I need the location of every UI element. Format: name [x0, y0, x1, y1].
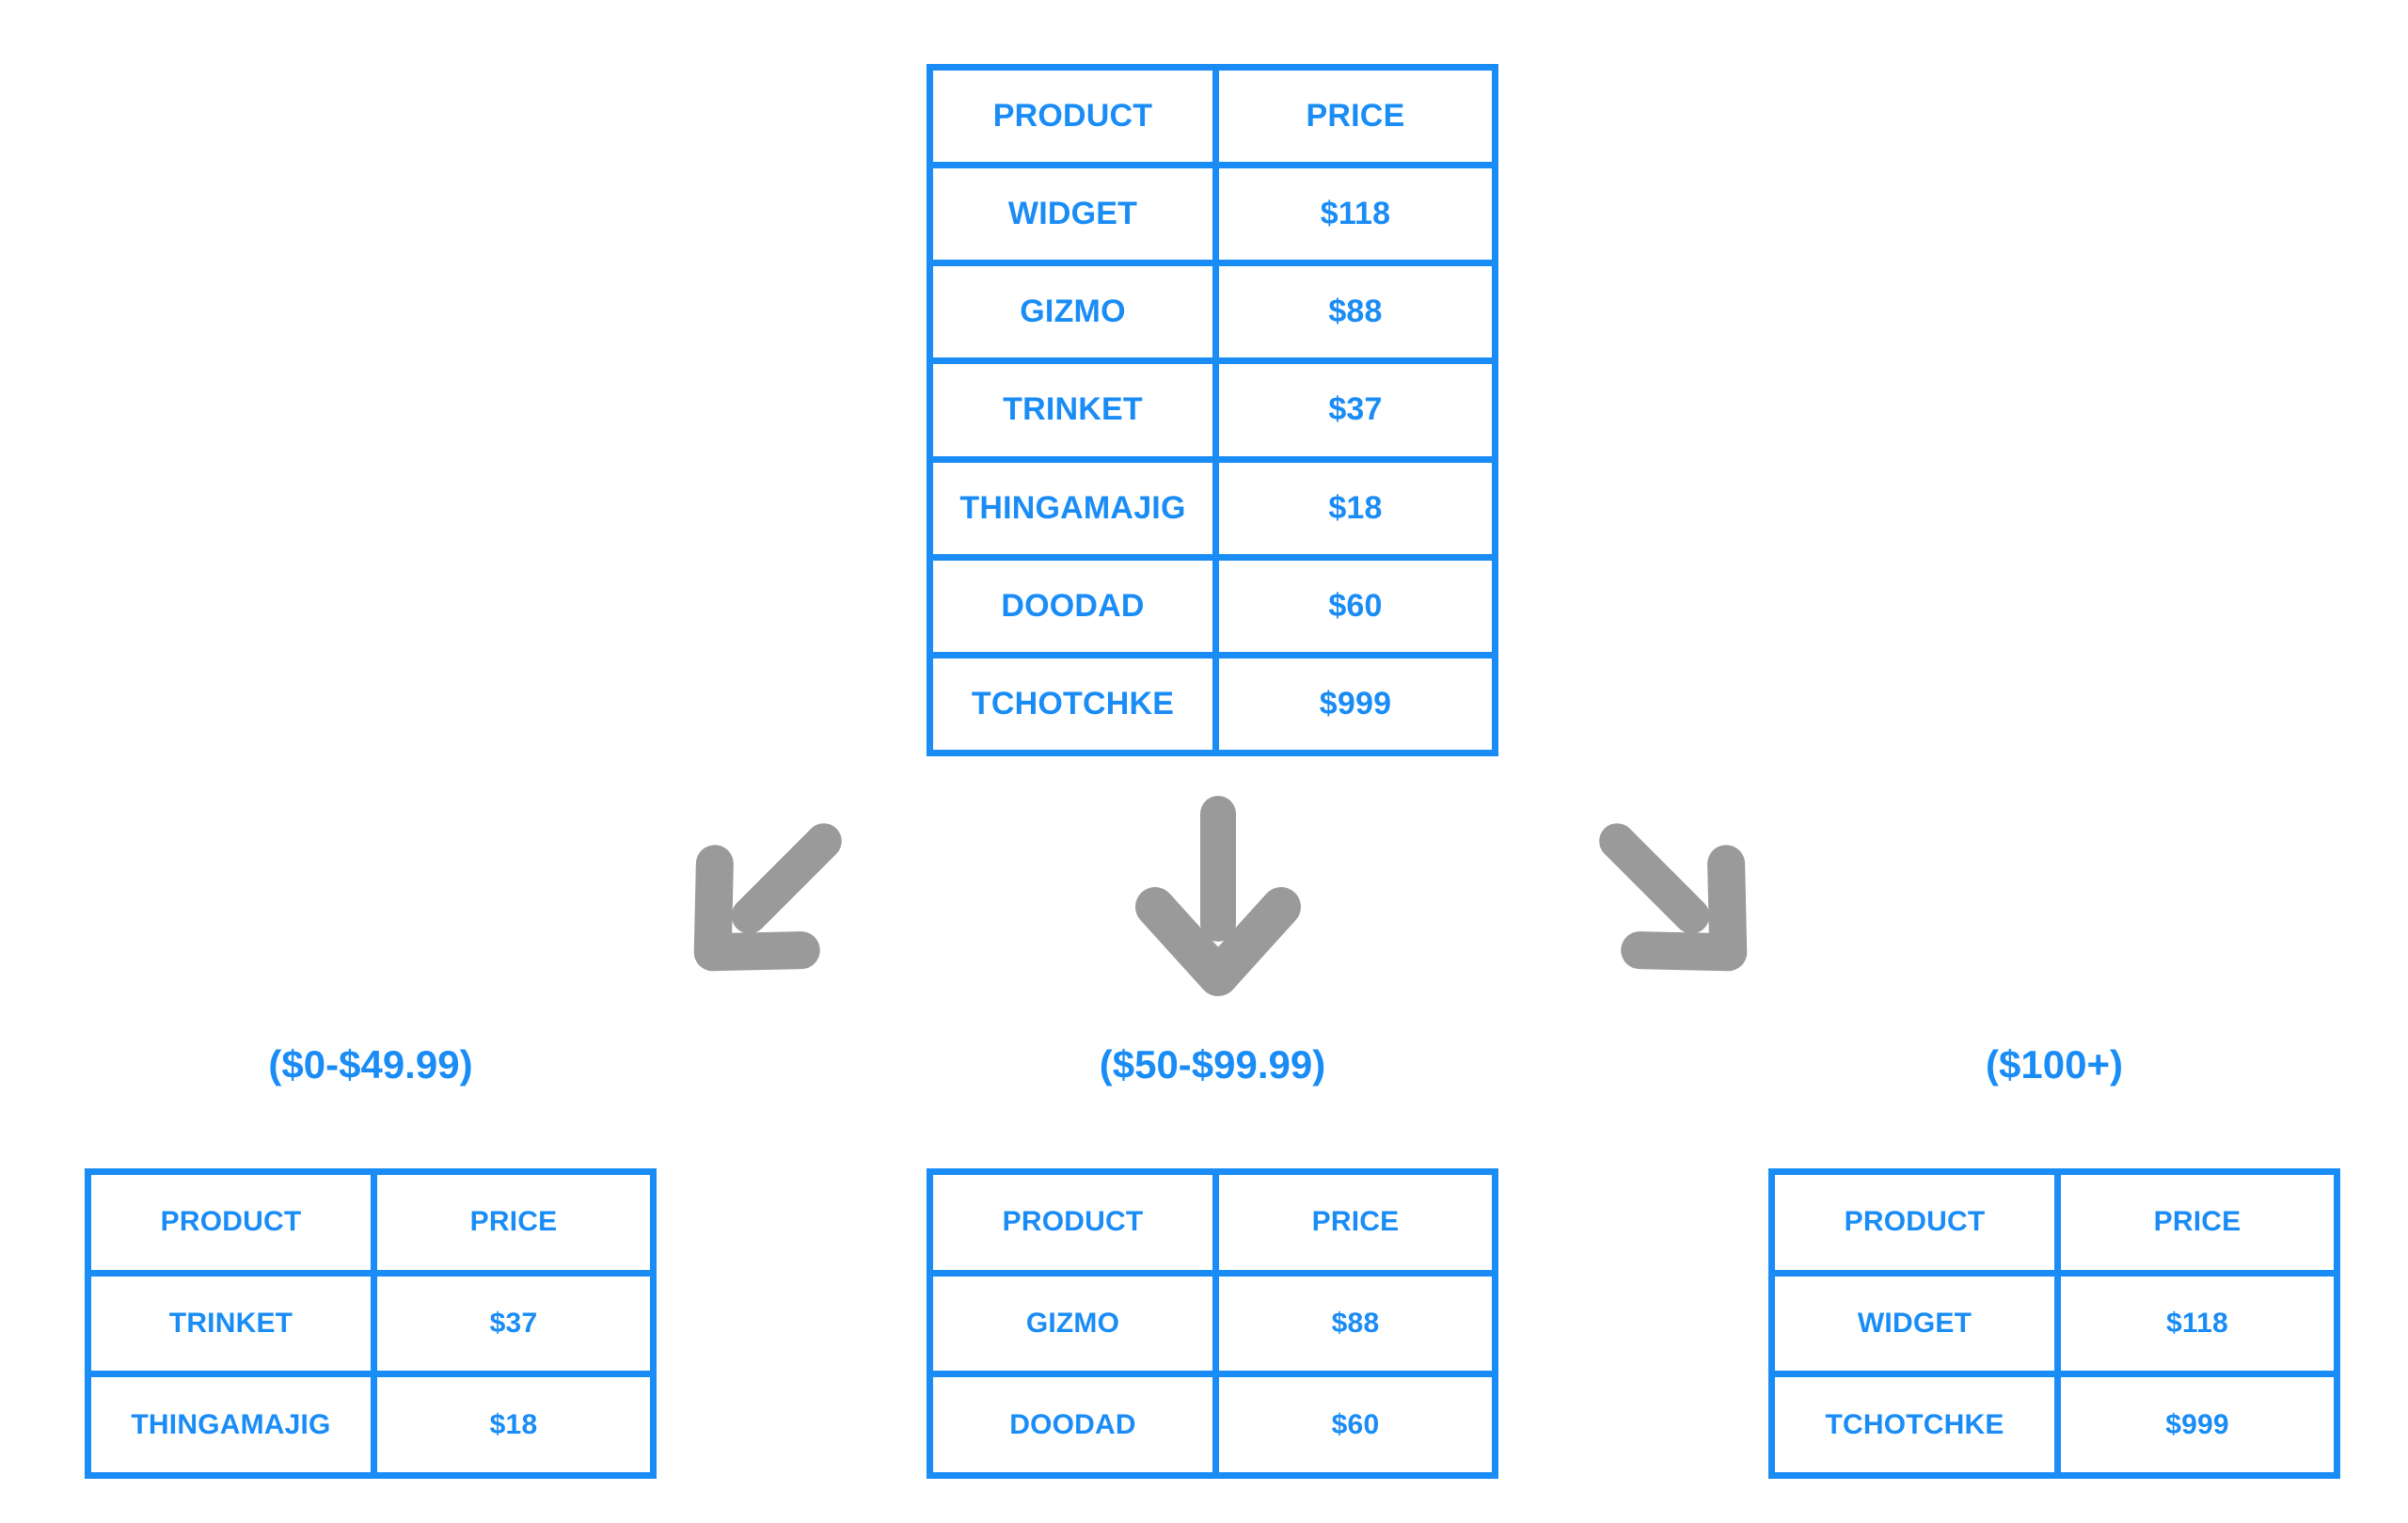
table-row: WIDGET $118: [1775, 1276, 2334, 1372]
header-cell-price: PRICE: [377, 1175, 650, 1270]
table-row: THINGAMAJIG $18: [91, 1377, 650, 1473]
header-cell-product: PRODUCT: [1775, 1175, 2054, 1270]
table-header-row: PRODUCT PRICE: [1775, 1175, 2334, 1270]
cell-price: $18: [377, 1377, 650, 1473]
cell-price: $999: [1219, 658, 1492, 750]
cell-product: TRINKET: [933, 364, 1212, 456]
product-price-table: PRODUCT PRICE WIDGET $118 GIZMO $88 TRIN…: [927, 64, 1498, 756]
cell-product: WIDGET: [933, 168, 1212, 261]
cell-product: THINGAMAJIG: [91, 1377, 371, 1473]
table-row: TRINKET $37: [91, 1276, 650, 1372]
arrow-down-left-icon: [693, 823, 842, 972]
cell-price: $118: [2061, 1276, 2334, 1372]
table-header-row: PRODUCT PRICE: [933, 71, 1492, 163]
cell-product: TCHOTCHKE: [933, 658, 1212, 750]
cell-price: $118: [1219, 168, 1492, 261]
table-row: DOODAD $60: [933, 1377, 1492, 1473]
cell-product: TCHOTCHKE: [1775, 1377, 2054, 1473]
table-row: DOODAD $60: [933, 560, 1492, 652]
header-cell-product: PRODUCT: [933, 71, 1212, 163]
cell-price: $18: [1219, 462, 1492, 554]
table-header-row: PRODUCT PRICE: [91, 1175, 650, 1270]
cell-price: $60: [1219, 1377, 1492, 1473]
cell-price: $37: [377, 1276, 650, 1372]
group-table-mid: PRODUCT PRICE GIZMO $88 DOODAD $60: [927, 1168, 1498, 1479]
cell-price: $88: [1219, 266, 1492, 358]
cell-price: $88: [1219, 1276, 1492, 1372]
group-caption-low: ($0-$49.99): [268, 1042, 473, 1087]
table-row: THINGAMAJIG $18: [933, 462, 1492, 554]
table-row: GIZMO $88: [933, 266, 1492, 358]
cell-product: THINGAMAJIG: [933, 462, 1212, 554]
table-row: TCHOTCHKE $999: [1775, 1377, 2334, 1473]
header-cell-price: PRICE: [1219, 1175, 1492, 1270]
header-cell-product: PRODUCT: [933, 1175, 1212, 1270]
cell-product: DOODAD: [933, 1377, 1212, 1473]
cell-product: GIZMO: [933, 1276, 1212, 1372]
table-row: WIDGET $118: [933, 168, 1492, 261]
table-row: GIZMO $88: [933, 1276, 1492, 1372]
cell-product: DOODAD: [933, 560, 1212, 652]
group-table-low: PRODUCT PRICE TRINKET $37 THINGAMAJIG $1…: [85, 1168, 657, 1479]
header-cell-price: PRICE: [1219, 71, 1492, 163]
group-table-high: PRODUCT PRICE WIDGET $118 TCHOTCHKE $999: [1768, 1168, 2340, 1479]
arrow-down-right-icon: [1599, 823, 1748, 972]
table-row: TRINKET $37: [933, 364, 1492, 456]
cell-product: WIDGET: [1775, 1276, 2054, 1372]
group-caption-high: ($100+): [1986, 1042, 2123, 1087]
cell-price: $60: [1219, 560, 1492, 652]
table-header-row: PRODUCT PRICE: [933, 1175, 1492, 1270]
group-caption-mid: ($50-$99.99): [1099, 1042, 1326, 1087]
cell-product: GIZMO: [933, 266, 1212, 358]
cell-product: TRINKET: [91, 1276, 371, 1372]
cell-price: $999: [2061, 1377, 2334, 1473]
header-cell-product: PRODUCT: [91, 1175, 371, 1270]
arrow-down-icon: [1135, 796, 1301, 996]
table-row: TCHOTCHKE $999: [933, 658, 1492, 750]
cell-price: $37: [1219, 364, 1492, 456]
header-cell-price: PRICE: [2061, 1175, 2334, 1270]
